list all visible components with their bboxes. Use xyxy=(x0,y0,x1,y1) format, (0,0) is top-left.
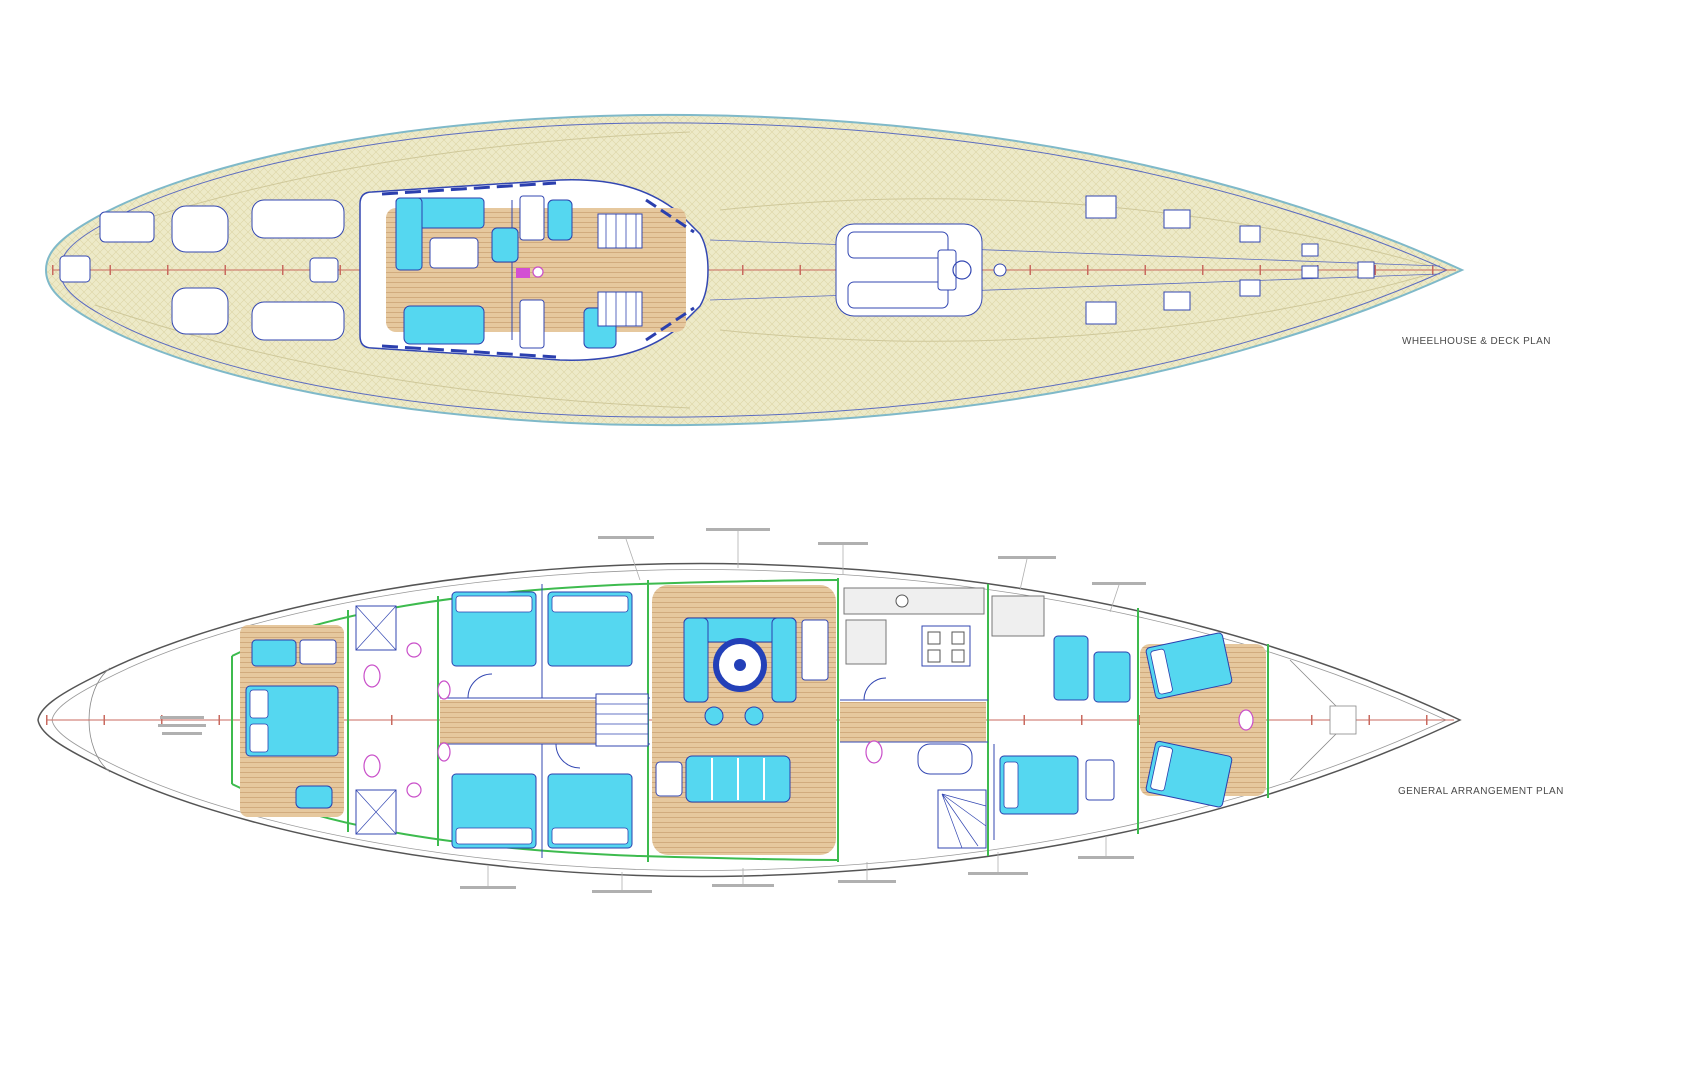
galley-sink xyxy=(895,594,909,608)
aft-cockpit-seat-starboard xyxy=(171,287,229,335)
ga-plan: GENERAL ARRANGEMENT PLAN xyxy=(37,528,1564,893)
wheelhouse-fixture-round xyxy=(532,266,544,278)
deck-hatch xyxy=(1301,265,1319,279)
annotation-leader-lines xyxy=(487,531,1120,890)
main-mast xyxy=(993,263,1007,277)
companionway-stair-forward xyxy=(597,213,643,249)
guest-toilet xyxy=(437,680,451,700)
owner-bed xyxy=(245,685,339,757)
saloon-tv-cabinet xyxy=(801,619,829,681)
main-stair-treads xyxy=(596,703,648,735)
deck-hatch xyxy=(1085,195,1117,219)
fan-stair-treads xyxy=(941,793,987,849)
saloon-side-table xyxy=(655,761,683,797)
stern-centre-locker xyxy=(59,255,91,283)
aft-cockpit-table xyxy=(309,257,339,283)
crew-toilet xyxy=(1238,709,1254,731)
companionway-stair-aft-treads xyxy=(605,292,637,326)
saloon-settee-arm-left xyxy=(683,617,709,703)
steering-wheel xyxy=(952,260,972,280)
crew-bunk xyxy=(1093,651,1131,703)
owner-seat xyxy=(295,785,333,809)
guest-bed-pillows xyxy=(551,827,629,845)
corridor-walls xyxy=(440,697,988,745)
shower-starboard-cross xyxy=(355,789,397,835)
forward-cockpit-bench-starboard xyxy=(847,281,949,309)
companionway-stair-forward-treads xyxy=(605,214,637,248)
deck-plan-label: WHEELHOUSE & DECK PLAN xyxy=(1402,336,1551,347)
wheelhouse-windows-port xyxy=(381,181,557,196)
dining-chair xyxy=(704,706,724,726)
aft-cockpit-bench-port xyxy=(251,199,345,239)
saloon-settee-arm-right xyxy=(771,617,797,703)
companionway-stair-aft xyxy=(597,291,643,327)
chain-locker xyxy=(1329,705,1357,735)
owner-vanity xyxy=(251,639,297,667)
guest-bed-pillows xyxy=(455,595,533,613)
deck-hatch xyxy=(1163,209,1191,229)
forward-cockpit-bench-port xyxy=(847,231,949,259)
aft-cockpit-bench-starboard xyxy=(251,301,345,341)
guest-toilet xyxy=(437,742,451,762)
fwd-bunk-port-pillow xyxy=(1150,648,1173,695)
wheelhouse-windshield-starboard xyxy=(645,306,695,342)
saloon-lounge-cushions xyxy=(711,758,765,800)
galley-counter xyxy=(843,587,985,615)
toilet xyxy=(363,754,381,778)
nav-seat xyxy=(547,199,573,241)
toilet xyxy=(363,664,381,688)
galley-fridge xyxy=(845,619,887,665)
sideboard-forward xyxy=(519,195,545,241)
annotation-text-block xyxy=(158,528,1146,893)
washbasin xyxy=(406,782,422,798)
captain-bed xyxy=(999,755,1079,815)
galley-stove xyxy=(921,625,971,667)
deck-hatch xyxy=(1163,291,1191,311)
toilet xyxy=(865,740,883,764)
shower-port-cross xyxy=(355,605,397,651)
foredeck-seam-bottom xyxy=(719,273,1431,342)
bathtub xyxy=(917,743,973,775)
saloon-table-centre xyxy=(734,659,746,671)
crew-lockers xyxy=(991,595,1045,637)
guest-bed-pillows xyxy=(551,595,629,613)
cabin-partitions xyxy=(541,584,995,858)
sideboard-aft xyxy=(519,299,545,349)
captain-desk xyxy=(1085,759,1115,801)
guest-bed-pillows xyxy=(455,827,533,845)
deck-hatch xyxy=(1085,301,1117,325)
washbasin xyxy=(406,642,422,658)
main-stair xyxy=(595,693,649,747)
wheelhouse-fixture xyxy=(516,268,530,278)
anchor-windlass xyxy=(1357,261,1375,279)
wheelhouse-windows-starboard xyxy=(381,344,557,359)
wheelhouse-windshield-port xyxy=(645,198,695,234)
owner-desk xyxy=(299,639,337,665)
saloon-coffee-table xyxy=(429,237,479,269)
deck-hatch xyxy=(1239,279,1261,297)
cabin-doors xyxy=(467,673,887,769)
saloon-sofa-arm xyxy=(395,197,423,271)
aft-deck-locker xyxy=(99,211,155,243)
deck-hatch xyxy=(1301,243,1319,257)
fwd-bunk-port xyxy=(1145,632,1233,700)
saloon-sofa-starboard xyxy=(403,305,485,345)
saloon-armchair xyxy=(491,227,519,263)
dining-chair xyxy=(744,706,764,726)
aft-passage-sole xyxy=(840,702,986,742)
deck-plan: WHEELHOUSE & DECK PLAN xyxy=(44,113,1551,427)
fwd-bunk-starboard xyxy=(1145,740,1233,808)
fwd-bunk-starboard-pillow xyxy=(1150,745,1173,792)
captain-bed-pillow xyxy=(1003,761,1019,809)
crew-bunk xyxy=(1053,635,1089,701)
toe-rail-line-top xyxy=(709,239,1441,267)
stove-burners xyxy=(927,631,965,663)
owner-bed-pillow xyxy=(249,689,269,719)
ga-plan-label: GENERAL ARRANGEMENT PLAN xyxy=(1398,786,1564,797)
helm-console xyxy=(937,249,957,291)
aft-cockpit-seat-port xyxy=(171,205,229,253)
owner-bed-pillow xyxy=(249,723,269,753)
deck-hatch xyxy=(1239,225,1261,243)
